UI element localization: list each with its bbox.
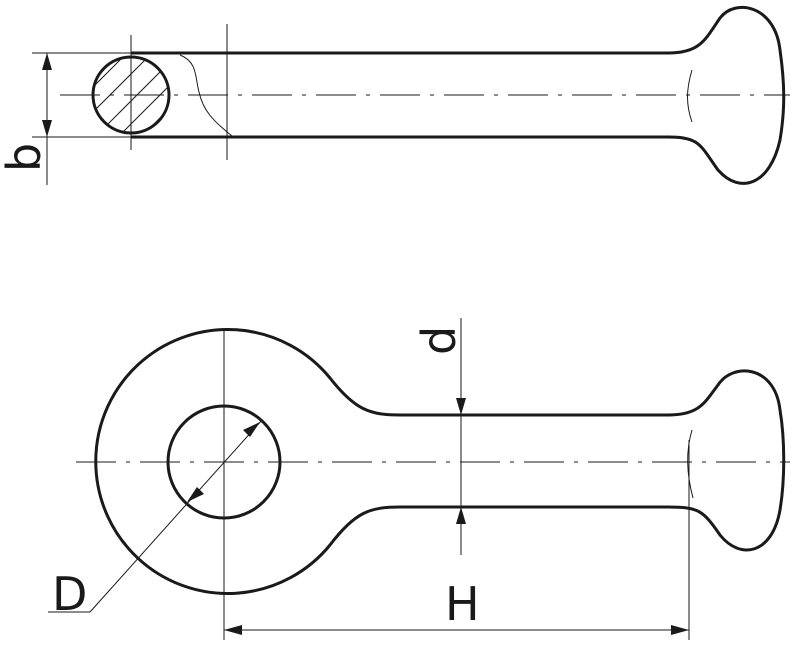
top-view-outline [131,5,786,185]
b-arrow-top [42,53,52,70]
break-line [179,54,233,137]
d-arrow-top [456,398,466,415]
bottom-head-seam-line [687,429,694,499]
section-hatch [93,57,169,133]
dimension-label-b: b [0,143,51,172]
b-arrow-bottom [42,120,52,137]
dimension-label-d: d [412,326,466,355]
dimension-label-H: H [445,577,480,631]
D-arrow-lower [187,487,204,502]
d-arrow-bottom [456,507,466,524]
bottom-view-outline [94,328,786,595]
H-arrow-left [224,625,242,635]
H-arrow-right [671,625,689,635]
D-leader-line [89,419,263,613]
dimension-label-D: D [52,567,87,621]
D-arrow-upper [243,422,260,437]
bottom-view: d D H [48,318,790,640]
head-seam-line [687,69,693,123]
top-view: b [0,5,790,185]
